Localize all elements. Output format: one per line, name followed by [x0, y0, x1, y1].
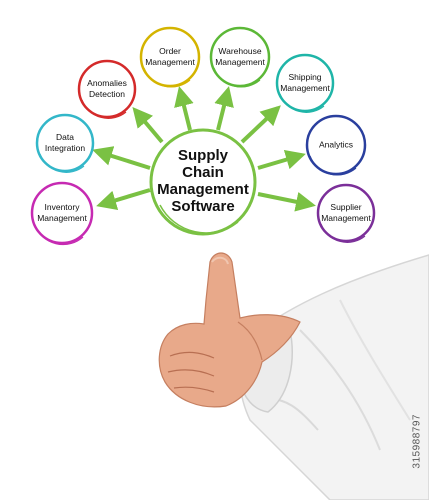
arrows	[92, 86, 316, 212]
label-data-integration: Data Integration	[44, 132, 86, 153]
arrow-to-analytics	[257, 149, 306, 170]
label-supplier-management: Supplier Management	[321, 202, 371, 223]
center-label: Supply Chain Management Software	[157, 147, 249, 215]
arrow-to-supplier-management	[257, 192, 316, 212]
label-shipping-management: Shipping Management	[280, 72, 330, 93]
ring-inventory-management	[30, 181, 94, 246]
ring-order-management	[139, 26, 201, 88]
label-warehouse-management: Warehouse Management	[215, 46, 265, 67]
ring-supplier-management	[316, 183, 376, 243]
ring-data-integration	[35, 113, 95, 173]
hand	[158, 252, 301, 408]
label-order-management: Order Management	[145, 46, 195, 67]
ring-anomalies-detection	[77, 59, 137, 119]
center-node	[149, 128, 257, 236]
arrow-to-anomalies-detection	[132, 106, 164, 144]
arrow-to-inventory-management	[96, 188, 151, 210]
arrow-to-shipping-management	[240, 105, 281, 144]
label-analytics: Analytics	[318, 139, 354, 150]
pointing-hand-illustration	[158, 252, 429, 500]
label-inventory-management: Inventory Management	[37, 202, 87, 223]
arrow-to-data-integration	[92, 146, 151, 170]
arrow-to-warehouse-management	[214, 86, 234, 131]
label-anomalies-detection: Anomalies Detection	[87, 78, 127, 99]
node-rings	[30, 26, 376, 246]
ring-shipping-management	[275, 53, 335, 113]
watermark-id: 315988797	[412, 414, 423, 469]
arrow-to-order-management	[174, 86, 194, 131]
ring-warehouse-management	[209, 26, 271, 88]
ring-analytics	[305, 114, 367, 176]
